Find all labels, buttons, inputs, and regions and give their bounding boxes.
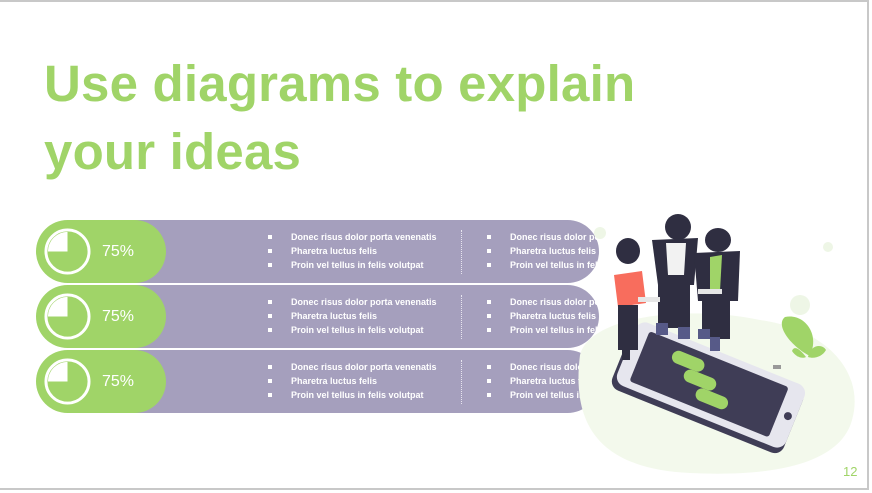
bullet-item: Donec risus dolor porta venenatis: [266, 360, 437, 374]
bullet-item: Proin vel tellus in felis volutpat: [485, 258, 656, 272]
content-bar: Donec risus dolor porta venenatis Pharet…: [116, 285, 656, 348]
bullet-item: Proin vel tellus in felis volutpat: [266, 323, 437, 337]
content-bar: Donec risus dolor porta venenatis Pharet…: [116, 350, 656, 413]
bullet-item: Donec risus dolor porta venenatis: [266, 295, 437, 309]
percent-pill: 75%: [36, 350, 166, 413]
column-divider: [461, 295, 462, 339]
bullet-column-right: Donec risus dolor porta venenatis Pharet…: [485, 230, 656, 272]
column-divider: [461, 360, 462, 404]
diagram-row: Donec risus dolor porta venenatis Pharet…: [36, 220, 656, 283]
pie-chart-icon: [44, 358, 91, 405]
people-with-smartphone-illustration: [578, 214, 855, 474]
bullet-item: Pharetra luctus felis: [266, 374, 437, 388]
bullet-item: Proin vel tellus in felis volutpat: [266, 388, 437, 402]
column-divider: [461, 230, 462, 274]
percent-pill: 75%: [36, 285, 166, 348]
bullet-column-left: Donec risus dolor porta venenatis Pharet…: [266, 295, 437, 337]
bullet-item: Donec risus dolor porta venenatis: [485, 295, 656, 309]
bullet-item: Pharetra luctus felis: [266, 309, 437, 323]
diagram-row: Donec risus dolor porta venenatis Pharet…: [36, 285, 656, 348]
bullet-item: Pharetra luctus felis: [485, 244, 656, 258]
pie-chart-icon: [44, 228, 91, 275]
bullet-item: Proin vel tellus in felis volutpat: [485, 323, 656, 337]
percent-label: 75%: [102, 373, 135, 390]
slide-title: Use diagrams to explain your ideas: [44, 55, 636, 180]
bullet-item: Pharetra luctus felis: [485, 309, 656, 323]
percent-label: 75%: [102, 308, 135, 325]
percent-pill: 75%: [36, 220, 166, 283]
bullet-item: Pharetra luctus felis: [485, 374, 656, 388]
percent-label: 75%: [102, 243, 135, 260]
bullet-column-left: Donec risus dolor porta venenatis Pharet…: [266, 230, 437, 272]
diagram-row: Donec risus dolor porta venenatis Pharet…: [36, 350, 656, 413]
bullet-item: Donec risus dolor porta venenatis: [485, 230, 656, 244]
pie-chart-icon: [44, 293, 91, 340]
page-number: 12: [843, 464, 858, 479]
bullet-item: Proin vel tellus in felis volutpat: [485, 388, 656, 402]
bullet-column-right: Donec risus dolor porta venenatis Pharet…: [485, 295, 656, 337]
bullet-item: Proin vel tellus in felis volutpat: [266, 258, 437, 272]
content-bar: Donec risus dolor porta venenatis Pharet…: [116, 220, 656, 283]
bullet-item: Pharetra luctus felis: [266, 244, 437, 258]
bullet-column-left: Donec risus dolor porta venenatis Pharet…: [266, 360, 437, 402]
bullet-item: Donec risus dolor porta venenatis: [266, 230, 437, 244]
